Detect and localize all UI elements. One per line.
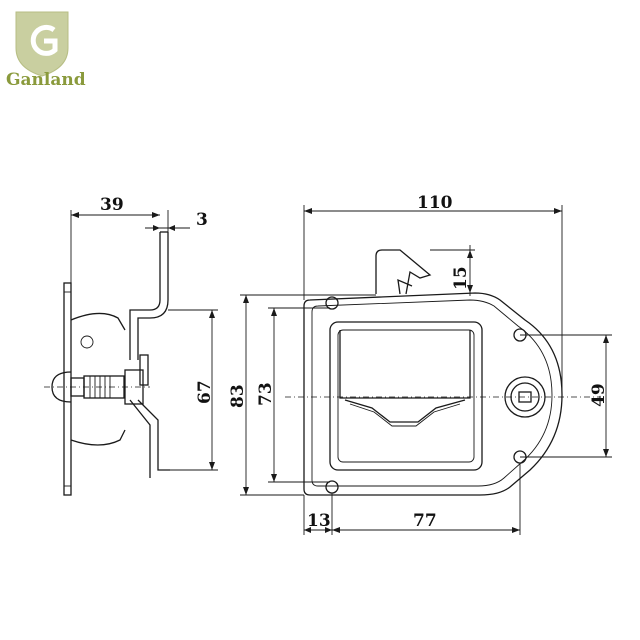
dim-total-height: 83 xyxy=(228,384,248,408)
dim-side-thickness: 3 xyxy=(196,210,208,230)
side-curve-bottom xyxy=(70,429,126,446)
dim-side-width: 39 xyxy=(100,195,124,215)
side-knob xyxy=(51,371,72,403)
dim-hole-offset-left: 13 xyxy=(307,511,331,531)
front-dimensions: 110 15 83 73 49 xyxy=(228,193,612,535)
side-bracket-upper xyxy=(129,232,161,360)
side-curve-top xyxy=(70,312,126,331)
letter-g-icon xyxy=(30,24,58,56)
dim-right-hole-spacing: 49 xyxy=(589,383,609,407)
side-view xyxy=(44,231,170,496)
side-mounting-plate xyxy=(63,282,72,496)
ganland-logo xyxy=(15,11,69,77)
side-bracket-upper-inner xyxy=(137,232,169,360)
side-arm-lower xyxy=(137,399,170,471)
front-paddle xyxy=(339,330,471,399)
brand-name: Ganland xyxy=(6,70,86,90)
front-view xyxy=(285,249,600,496)
side-dimensions: 39 3 67 xyxy=(70,195,218,471)
front-plate xyxy=(303,292,563,496)
dim-side-height: 67 xyxy=(195,380,215,404)
dim-hole-spacing-vertical: 73 xyxy=(256,382,276,406)
front-recess xyxy=(329,321,483,471)
hole-bottom-left xyxy=(325,480,339,494)
dim-total-width: 110 xyxy=(417,193,453,213)
dim-hook-height: 15 xyxy=(451,266,471,290)
side-hole xyxy=(80,335,94,349)
front-hook xyxy=(375,249,432,295)
hole-top-left xyxy=(325,296,339,310)
front-plate-inner xyxy=(311,299,553,487)
dim-hole-spacing-horizontal: 77 xyxy=(413,511,437,531)
